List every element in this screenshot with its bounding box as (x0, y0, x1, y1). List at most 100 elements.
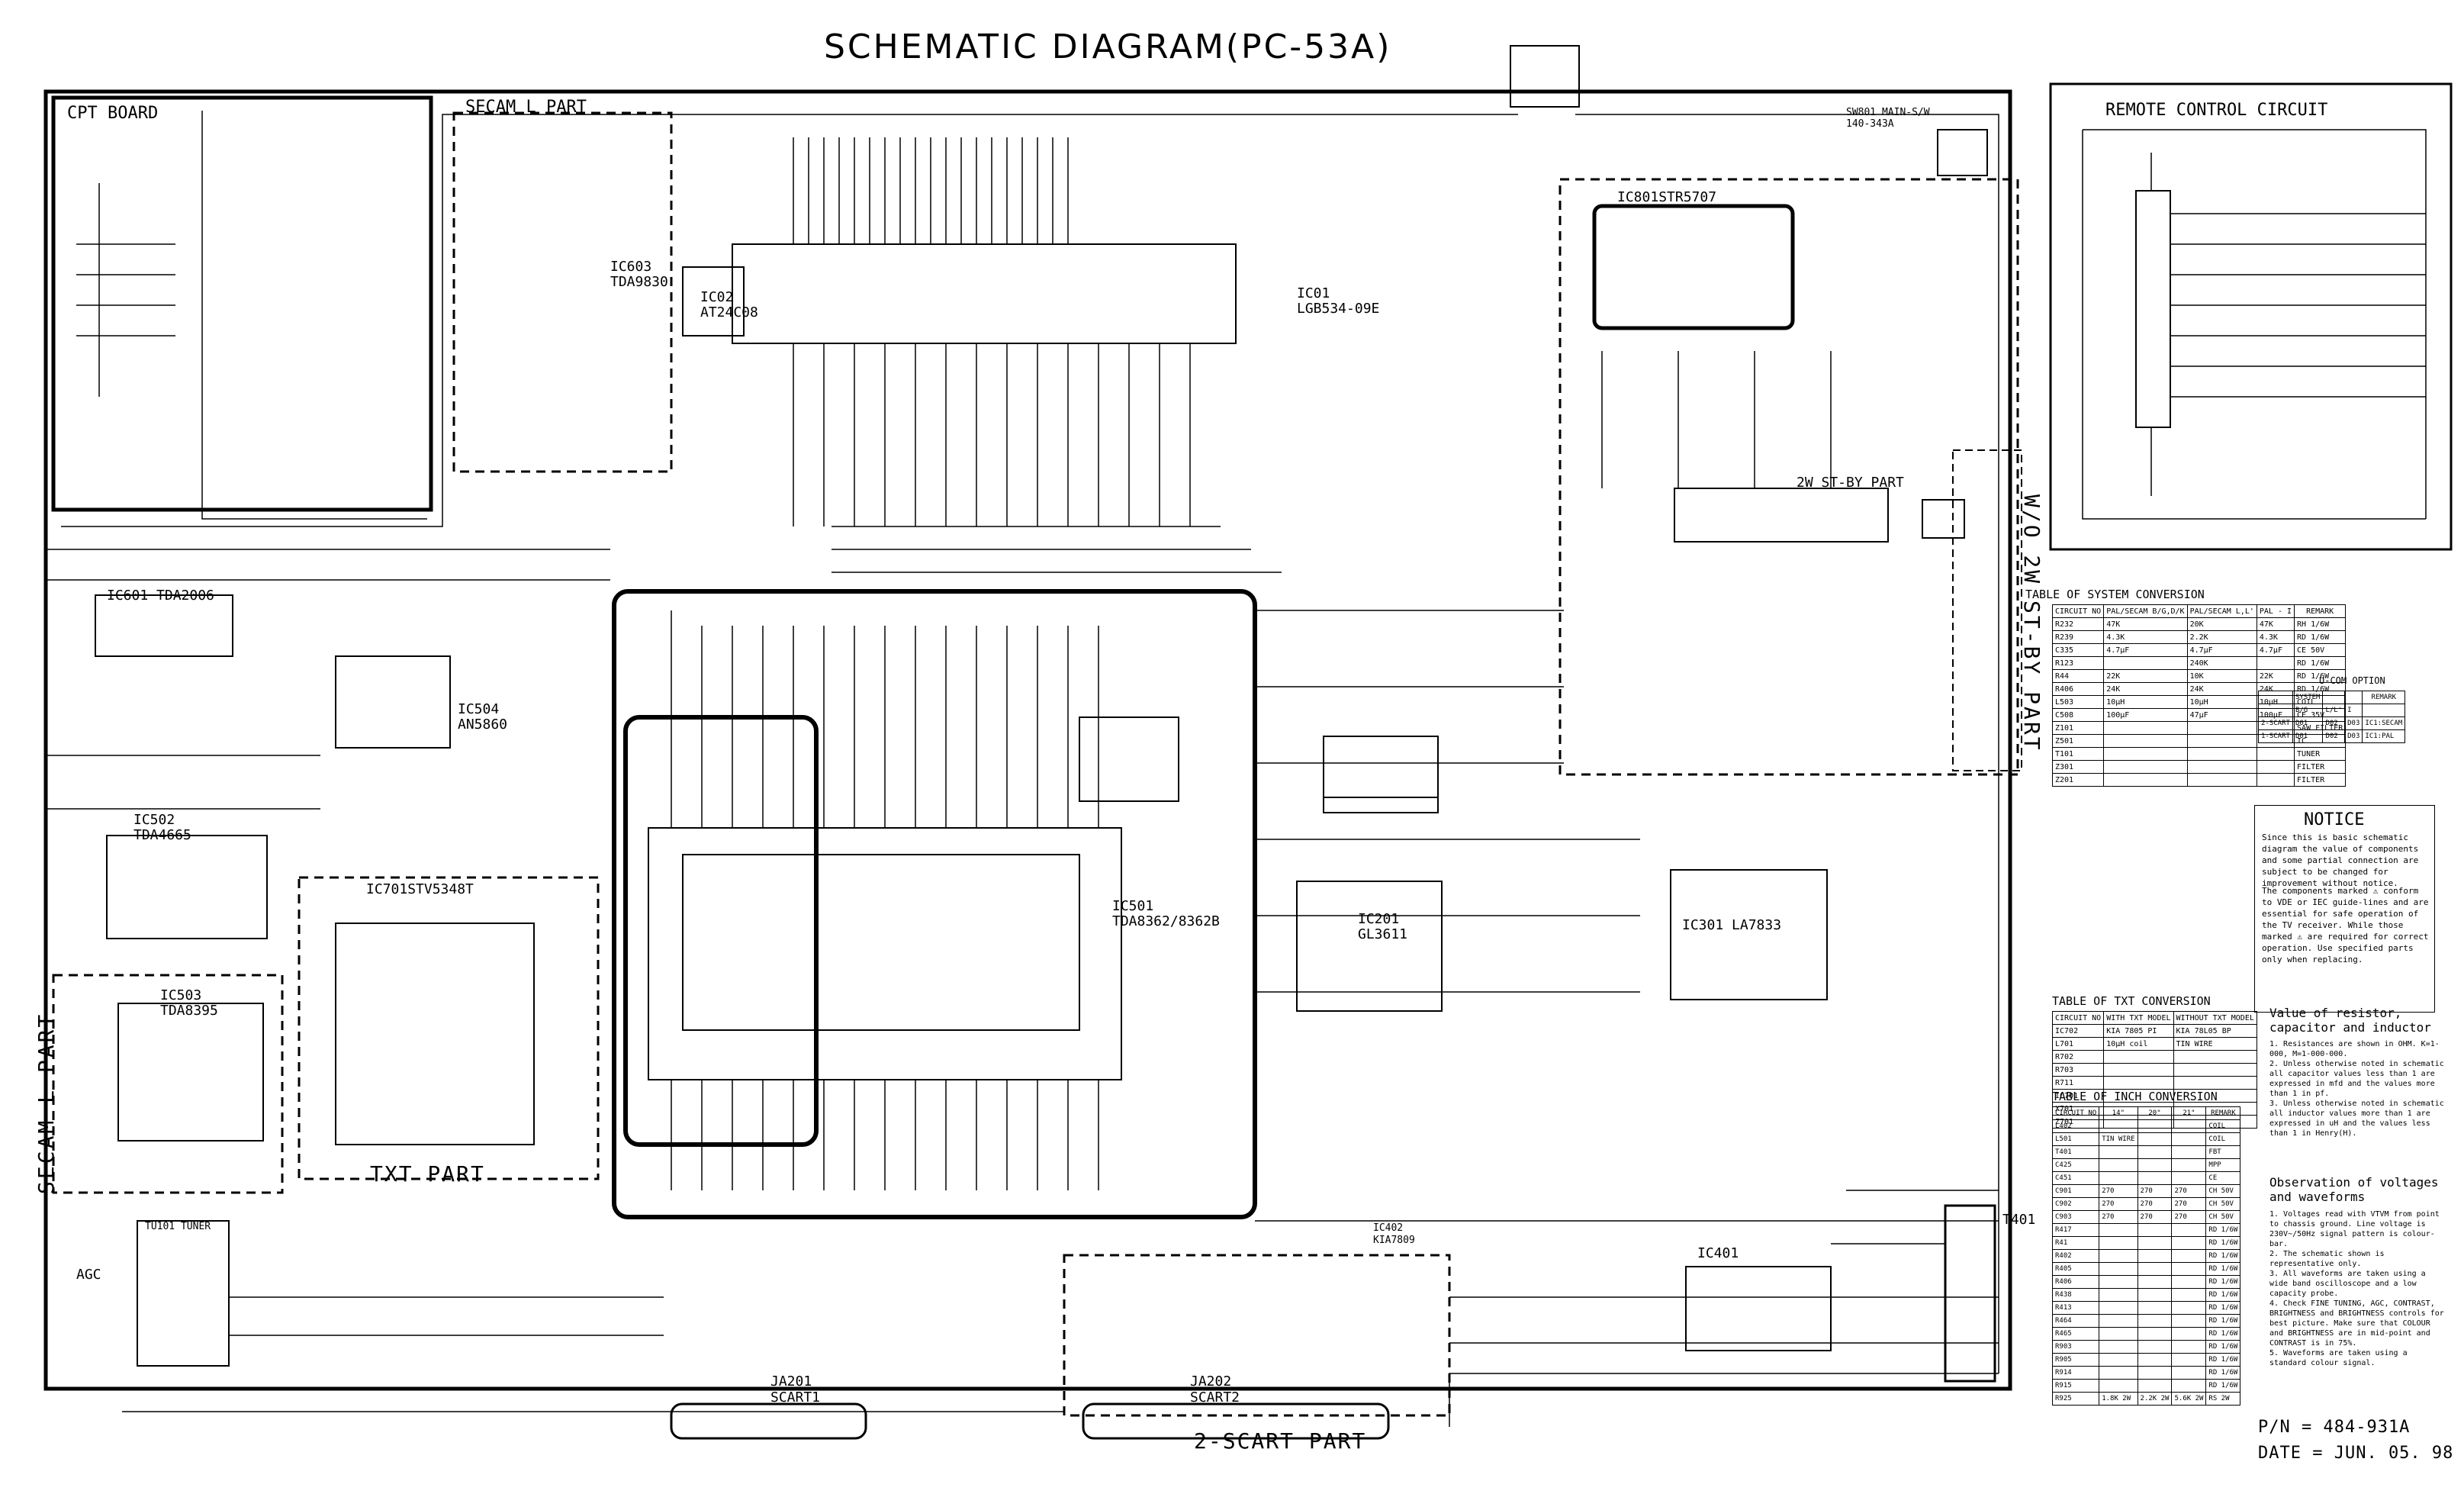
table-cell: R402 (2051, 1249, 2100, 1263)
table-cell (2137, 1301, 2173, 1315)
table-cell (2171, 1171, 2207, 1185)
table-header: PAL - I (2256, 604, 2295, 618)
table-header: WITH TXT MODEL (2103, 1011, 2174, 1025)
table-cell: Z101 (2051, 721, 2105, 735)
table-row: C425 MPP (2051, 1158, 2241, 1172)
table-cell: C508 (2051, 708, 2105, 722)
table-cell: 270 (2137, 1184, 2173, 1198)
table-cell (2362, 704, 2406, 717)
table-cell: L402 (2051, 1119, 2100, 1133)
table-cell: C425 (2051, 1158, 2100, 1172)
table-cell: R702 (2051, 1050, 2105, 1064)
table-cell: RD 1/6W (2294, 630, 2347, 644)
table-cell: RD 1/6W (2205, 1262, 2241, 1276)
table-cell: MPP (2205, 1158, 2241, 1172)
table-cell (2137, 1249, 2173, 1263)
system-conversion-table: CIRCUIT NO PAL/SECAM B/G,D/K PAL/SECAM L… (2051, 604, 2347, 787)
table-cell (2186, 734, 2257, 748)
txt-table-title: TABLE OF TXT CONVERSION (2052, 994, 2211, 1008)
table-cell: 270 (2099, 1197, 2138, 1211)
table-cell (2099, 1288, 2138, 1302)
table-cell: R405 (2051, 1262, 2100, 1276)
table-cell: RD 1/6W (2205, 1353, 2241, 1367)
table-cell (2099, 1223, 2138, 1237)
table-cell: L503 (2051, 695, 2105, 709)
table-cell (2137, 1145, 2173, 1159)
table-cell: 47K (2103, 617, 2188, 631)
table-cell (2099, 1379, 2138, 1393)
table-row: R405 RD 1/6W (2051, 1262, 2241, 1276)
table-cell (2171, 1314, 2207, 1328)
table-cell: 270 (2099, 1184, 2138, 1198)
table-cell: R914 (2051, 1366, 2100, 1380)
table-cell: COIL (2205, 1119, 2241, 1133)
table-cell (2171, 1249, 2207, 1263)
table-cell: IC1:PAL (2362, 729, 2406, 743)
table-cell: R406 (2051, 682, 2105, 696)
table-cell (2171, 1262, 2207, 1276)
table-cell: RD 1/6W (2205, 1366, 2241, 1380)
table-cell: D03 (2344, 716, 2363, 730)
secam-top-label: SECAM L PART (465, 98, 587, 117)
remote-control-label: REMOTE CONTROL CIRCUIT (2105, 101, 2328, 120)
table-cell: R123 (2051, 656, 2105, 670)
table-cell: 47K (2256, 617, 2295, 631)
table-cell: CH 50V (2205, 1210, 2241, 1224)
table-cell (2099, 1366, 2138, 1380)
table-cell: 240K (2186, 656, 2257, 670)
cpt-board-label: CPT BOARD (67, 104, 159, 123)
table-cell (2137, 1119, 2173, 1133)
table-cell (2137, 1171, 2173, 1185)
table-cell: Z201 (2051, 773, 2105, 787)
table-cell (2103, 1050, 2174, 1064)
table-cell: D01 (2292, 716, 2324, 730)
table-cell (2137, 1340, 2173, 1354)
table-cell (2137, 1327, 2173, 1341)
notice-body: Since this is basic schematic diagram th… (2262, 832, 2419, 888)
table-cell: 2.2K (2186, 630, 2257, 644)
t401-label: T401 (2002, 1212, 2036, 1228)
table-cell: IC702 (2051, 1024, 2105, 1038)
table-header: 14" (2099, 1106, 2138, 1120)
table-cell: CH 50V (2205, 1197, 2241, 1211)
table-cell: FBT (2205, 1145, 2241, 1159)
table-cell (2137, 1236, 2173, 1250)
st-by-part-label: W/O 2W ST-BY PART (2019, 494, 2044, 752)
option-table-title: U-COM OPTION (2319, 675, 2385, 686)
table-cell (2099, 1275, 2138, 1289)
table-cell (2137, 1262, 2173, 1276)
table-cell: R903 (2051, 1340, 2100, 1354)
table-cell (2099, 1145, 2138, 1159)
table-cell (2186, 721, 2257, 735)
table-cell (2137, 1379, 2173, 1393)
observation-body: 1. Voltages read with VTVM from point to… (2269, 1210, 2444, 1367)
table-row: R702 (2051, 1050, 2257, 1064)
table-cell (2103, 773, 2188, 787)
table-cell (2171, 1119, 2207, 1133)
table-cell: 24K (2186, 682, 2257, 696)
table-cell (2171, 1145, 2207, 1159)
ic801-label: IC801STR5707 (1617, 189, 1717, 205)
table-cell (2137, 1366, 2173, 1380)
table-cell: 270 (2171, 1184, 2207, 1198)
table-cell: RD 1/6W (2205, 1301, 2241, 1315)
table-cell: 10µH (2186, 695, 2257, 709)
table-cell: C903 (2051, 1210, 2100, 1224)
table-cell: COIL (2205, 1132, 2241, 1146)
table-cell: L701 (2051, 1037, 2105, 1051)
notice-title: NOTICE (2304, 810, 2365, 829)
